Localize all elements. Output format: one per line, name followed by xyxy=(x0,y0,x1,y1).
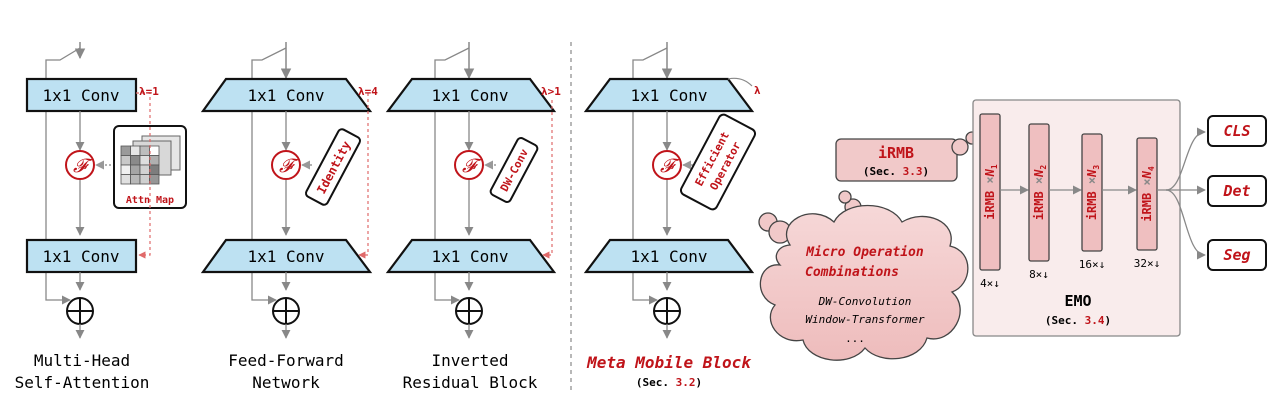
block-label-line2: Network xyxy=(252,373,320,392)
emo-stage-stride: 16×↓ xyxy=(1079,258,1106,271)
emo-stage-2 xyxy=(1028,123,1050,262)
emo-stage-stride: 32×↓ xyxy=(1134,257,1161,270)
block-inverted-residual: 1x1 Conv 𝓕 DW-Conv 1x1 Conv λ>1 Inverted… xyxy=(385,42,561,392)
top-conv-label: 1x1 Conv xyxy=(630,86,707,105)
attn-map-cell xyxy=(139,174,150,185)
emo-section-ref: (Sec. 3.4) xyxy=(1045,314,1111,327)
attn-map-cell xyxy=(120,145,131,156)
emo-title: EMO xyxy=(1064,292,1091,310)
bottom-conv-box xyxy=(25,238,138,274)
lambda-label: λ=1 xyxy=(139,85,159,98)
cloud-item-dw-convolution: DW-Convolution xyxy=(818,295,912,308)
cloud-title-line2: Combinations xyxy=(805,265,899,280)
attn-map-cell xyxy=(130,164,141,175)
block-meta-mobile: 1x1 Conv 𝓕 Efficient Operator 1x1 Conv λ… xyxy=(583,42,761,389)
cls-output-box xyxy=(1207,115,1267,147)
block-label-line2: Self-Attention xyxy=(15,373,150,392)
bottom-conv-box xyxy=(200,238,373,274)
attn-map-cell xyxy=(130,174,141,185)
bottom-conv-box xyxy=(583,238,755,274)
emo-stage-label: iRMB ×N3 xyxy=(1085,165,1101,221)
cls-output-label: CLS xyxy=(1223,122,1250,140)
identity-operator-box xyxy=(304,128,362,206)
attn-map-icon xyxy=(113,125,187,209)
attn-map-cell xyxy=(139,164,150,175)
emo-panel xyxy=(972,99,1181,337)
lambda-label: λ=4 xyxy=(358,85,378,98)
block-self-attention: 1x1 Conv 𝓕 Attn Map 1x1 Conv λ=1 Multi-H… xyxy=(15,42,187,392)
emo-network: iRMB ×N1 4×↓ iRMB ×N2 8×↓ iRMB ×N3 16×↓ iRMB ×… xyxy=(972,99,1181,337)
micro-operation-cloud: Micro Operation Combinations DW-Convolut… xyxy=(758,190,969,361)
meta-mobile-block-label: Meta Mobile Block xyxy=(586,353,752,372)
seg-output-box xyxy=(1207,239,1267,271)
bottom-conv-label: 1x1 Conv xyxy=(630,247,707,266)
f-operator-icon xyxy=(271,150,301,180)
efficient-operator-box xyxy=(679,113,757,211)
task-outputs: CLS Det Seg xyxy=(1165,115,1267,271)
lambda-label: λ>1 xyxy=(541,85,561,98)
emo-stage-label: iRMB ×N1 xyxy=(983,164,999,220)
attn-map-cell xyxy=(139,155,150,166)
block-label-line2: Residual Block xyxy=(403,373,538,392)
bottom-conv-label: 1x1 Conv xyxy=(42,247,119,266)
block-label-line1: Feed-Forward xyxy=(228,351,344,370)
det-output-label: Det xyxy=(1222,182,1250,200)
attn-map-cell xyxy=(149,145,160,156)
emo-stage-label: iRMB ×N4 xyxy=(1140,166,1156,222)
bottom-conv-box xyxy=(385,238,557,274)
top-conv-box xyxy=(25,77,138,113)
irmb-callout-title: iRMB xyxy=(878,144,914,162)
top-conv-label: 1x1 Conv xyxy=(431,86,508,105)
cloud-ellipsis: ... xyxy=(845,332,865,345)
top-conv-label: 1x1 Conv xyxy=(42,86,119,105)
block-label-line1: Multi-Head xyxy=(34,351,130,370)
f-operator-icon xyxy=(652,150,682,180)
attn-map-cell xyxy=(149,164,160,175)
emo-stage-label: iRMB ×N2 xyxy=(1032,165,1048,221)
attn-map-cell xyxy=(149,174,160,185)
attn-map-cell xyxy=(120,174,131,185)
f-operator-icon xyxy=(65,150,95,180)
lambda-label: λ xyxy=(754,84,761,97)
cloud-title-line1: Micro Operation xyxy=(805,245,924,260)
emo-stage-stride: 4×↓ xyxy=(980,277,1000,290)
attn-map-cell xyxy=(120,155,131,166)
emo-stage-1 xyxy=(979,113,1001,271)
top-conv-box xyxy=(385,77,557,113)
emo-stage-4 xyxy=(1136,137,1158,251)
seg-output-label: Seg xyxy=(1223,246,1250,264)
irmb-callout-section-ref: (Sec. 3.3) xyxy=(863,165,929,178)
emo-stage-stride: 8×↓ xyxy=(1029,268,1049,281)
block-label-line1: Inverted xyxy=(431,351,508,370)
dw-conv-operator-box xyxy=(489,136,539,204)
block-feed-forward: 1x1 Conv 𝓕 Identity 1x1 Conv λ=4 Feed-Fo… xyxy=(200,42,378,392)
f-operator-icon xyxy=(454,150,484,180)
meta-mobile-section-ref: (Sec. 3.2) xyxy=(636,376,702,389)
attn-map-cell xyxy=(130,145,141,156)
attn-map-cell xyxy=(149,155,160,166)
cloud-item-window-transformer: Window-Transformer xyxy=(805,313,925,326)
bottom-conv-label: 1x1 Conv xyxy=(247,247,324,266)
top-conv-box xyxy=(200,77,373,113)
irmb-callout: iRMB (Sec. 3.3) xyxy=(835,131,979,182)
bottom-conv-label: 1x1 Conv xyxy=(431,247,508,266)
top-conv-label: 1x1 Conv xyxy=(247,86,324,105)
attn-map-cell xyxy=(139,145,150,156)
det-output-box xyxy=(1207,175,1267,207)
emo-stage-3 xyxy=(1081,133,1103,252)
attn-map-cell xyxy=(120,164,131,175)
attn-map-cell xyxy=(130,155,141,166)
